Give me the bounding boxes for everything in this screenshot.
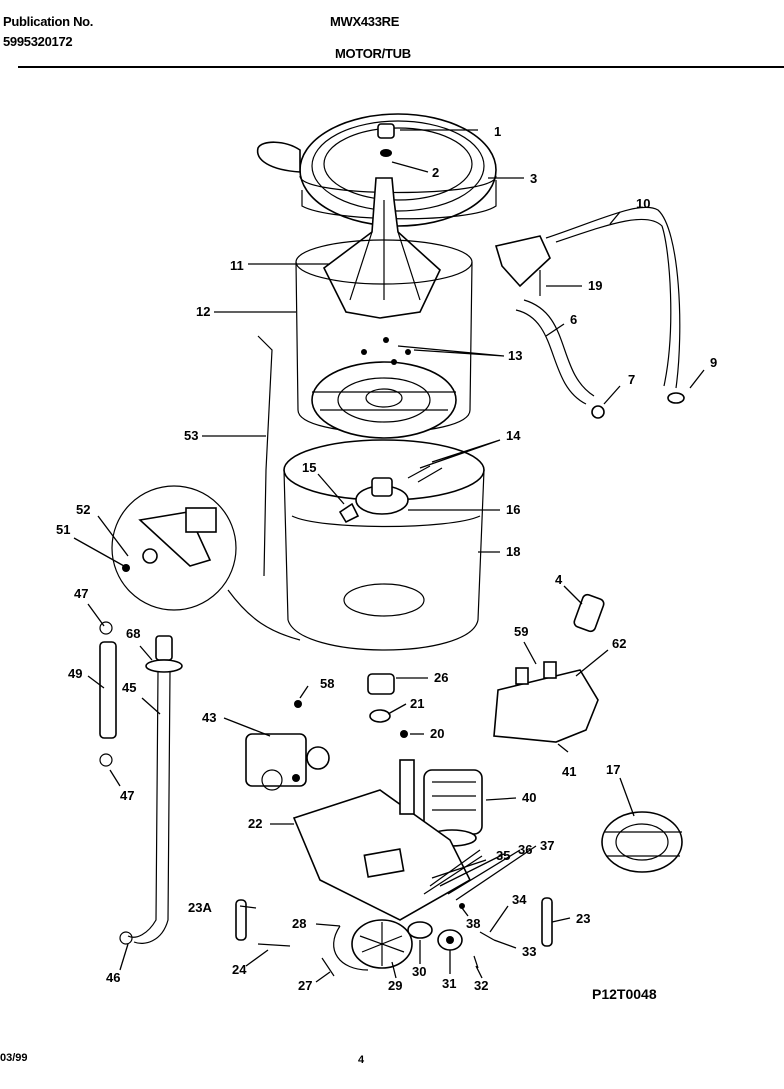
callout-23a: 23A — [188, 900, 212, 915]
part-motor-cover — [493, 593, 605, 743]
callout-35: 35 — [496, 848, 510, 863]
callout-10: 10 — [636, 196, 650, 211]
callout-16: 16 — [506, 502, 520, 517]
callout-7: 7 — [628, 372, 635, 387]
callout-58: 58 — [320, 676, 334, 691]
callout-31: 31 — [442, 976, 456, 991]
callout-68: 68 — [126, 626, 140, 641]
footer-date: 03/99 — [0, 1052, 28, 1064]
callout-30: 30 — [412, 964, 426, 979]
part-water-valve — [245, 733, 330, 791]
callout-33: 33 — [522, 944, 536, 959]
callout-23: 23 — [576, 911, 590, 926]
callout-6: 6 — [570, 312, 577, 327]
callout-53: 53 — [184, 428, 198, 443]
callout-43: 43 — [202, 710, 216, 725]
part-motor — [423, 769, 483, 847]
callout-labels: 1 2 3 4 6 7 9 10 11 12 13 14 15 16 17 18… — [56, 124, 717, 993]
callout-38: 38 — [466, 916, 480, 931]
callout-2: 2 — [432, 165, 439, 180]
callout-37: 37 — [540, 838, 554, 853]
publication-number: 5995320172 — [3, 34, 73, 49]
callout-24: 24 — [232, 962, 247, 977]
part-springs — [338, 465, 443, 524]
callout-47-bottom: 47 — [120, 788, 134, 803]
detail-inset — [111, 485, 301, 641]
part-basket — [295, 239, 473, 439]
callout-19: 19 — [588, 278, 602, 293]
header-rule — [18, 66, 784, 68]
part-gear — [601, 811, 683, 873]
callout-34: 34 — [512, 892, 527, 907]
publication-label: Publication No. — [3, 14, 94, 29]
part-rod — [257, 335, 273, 577]
drawing-code: P12T0048 — [592, 986, 657, 1002]
callout-14: 14 — [506, 428, 521, 443]
callout-41: 41 — [562, 764, 576, 779]
callout-13: 13 — [508, 348, 522, 363]
callout-62: 62 — [612, 636, 626, 651]
callout-32: 32 — [474, 978, 488, 993]
callout-49: 49 — [68, 666, 82, 681]
part-pulleys-springs — [235, 849, 553, 977]
callout-4: 4 — [555, 572, 563, 587]
callout-21: 21 — [410, 696, 424, 711]
part-drain-hose — [99, 621, 183, 945]
page-number: 4 — [358, 1054, 365, 1066]
callout-51: 51 — [56, 522, 70, 537]
leader-lines — [73, 129, 705, 983]
part-agitator-cap — [377, 123, 395, 157]
callout-22: 22 — [248, 816, 262, 831]
part-base — [292, 759, 472, 921]
callout-59: 59 — [514, 624, 528, 639]
part-outer-tub — [283, 439, 485, 651]
callout-12: 12 — [196, 304, 210, 319]
callout-52: 52 — [76, 502, 90, 517]
model-number: MWX433RE — [330, 14, 400, 29]
callout-45: 45 — [122, 680, 136, 695]
callout-27: 27 — [298, 978, 312, 993]
callout-28: 28 — [292, 916, 306, 931]
callout-1: 1 — [494, 124, 501, 139]
callout-36: 36 — [518, 842, 532, 857]
callout-9: 9 — [710, 355, 717, 370]
callout-17: 17 — [606, 762, 620, 777]
part-pump-fittings — [294, 673, 408, 738]
callout-18: 18 — [506, 544, 520, 559]
callout-29: 29 — [388, 978, 402, 993]
part-screws — [361, 337, 411, 365]
part-hoses — [494, 206, 685, 419]
callout-26: 26 — [434, 670, 448, 685]
part-tub-ring — [256, 113, 497, 227]
section-title: MOTOR/TUB — [335, 46, 411, 61]
callout-15: 15 — [302, 460, 316, 475]
callout-47-top: 47 — [74, 586, 88, 601]
callout-11: 11 — [230, 258, 244, 273]
part-drive-hub — [355, 477, 409, 515]
callout-3: 3 — [530, 171, 537, 186]
callout-20: 20 — [430, 726, 444, 741]
callout-40: 40 — [522, 790, 536, 805]
callout-46: 46 — [106, 970, 120, 985]
